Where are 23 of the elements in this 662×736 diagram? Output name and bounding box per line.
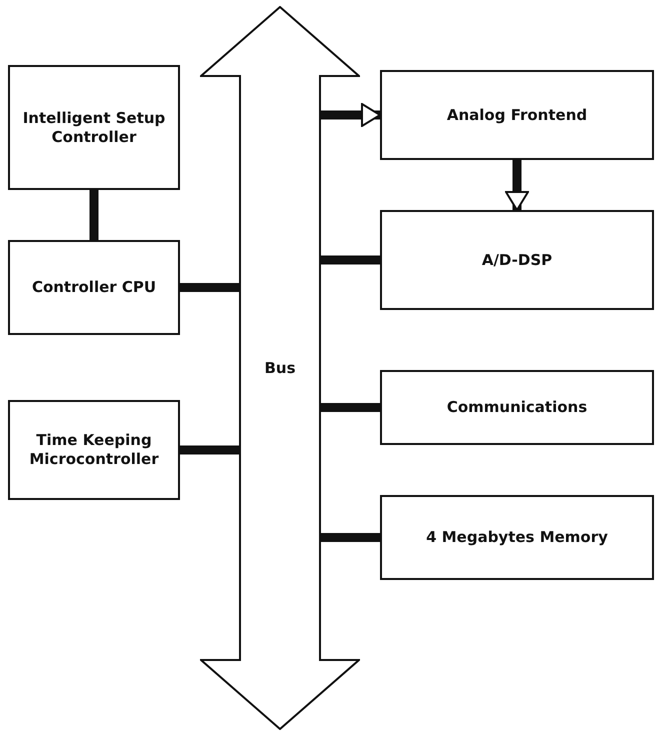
component-label: 4 Megabytes Memory: [426, 528, 608, 547]
connector: [320, 533, 380, 542]
connector: [180, 446, 240, 454]
component-box: [380, 370, 654, 445]
component-box: [8, 240, 180, 335]
connector: [180, 283, 240, 292]
arrow: [505, 160, 529, 211]
component-label: Time Keeping Microcontroller: [28, 431, 160, 469]
component-box: [380, 495, 654, 580]
component-label: Intelligent Setup Controller: [22, 108, 166, 146]
bus-label: Bus: [264, 358, 296, 378]
component-label: Controller CPU: [32, 278, 156, 297]
component-label: Analog Frontend: [446, 106, 588, 124]
connector: [320, 256, 380, 264]
component-box: [380, 210, 654, 310]
component-box: [8, 400, 180, 500]
connector: [320, 403, 380, 412]
component-label: Communications: [446, 398, 588, 417]
component-box: [380, 70, 654, 160]
component-box: [8, 65, 180, 190]
connector: [90, 190, 98, 240]
component-label: A/D-DSP: [482, 250, 552, 270]
arrow: [320, 103, 381, 127]
